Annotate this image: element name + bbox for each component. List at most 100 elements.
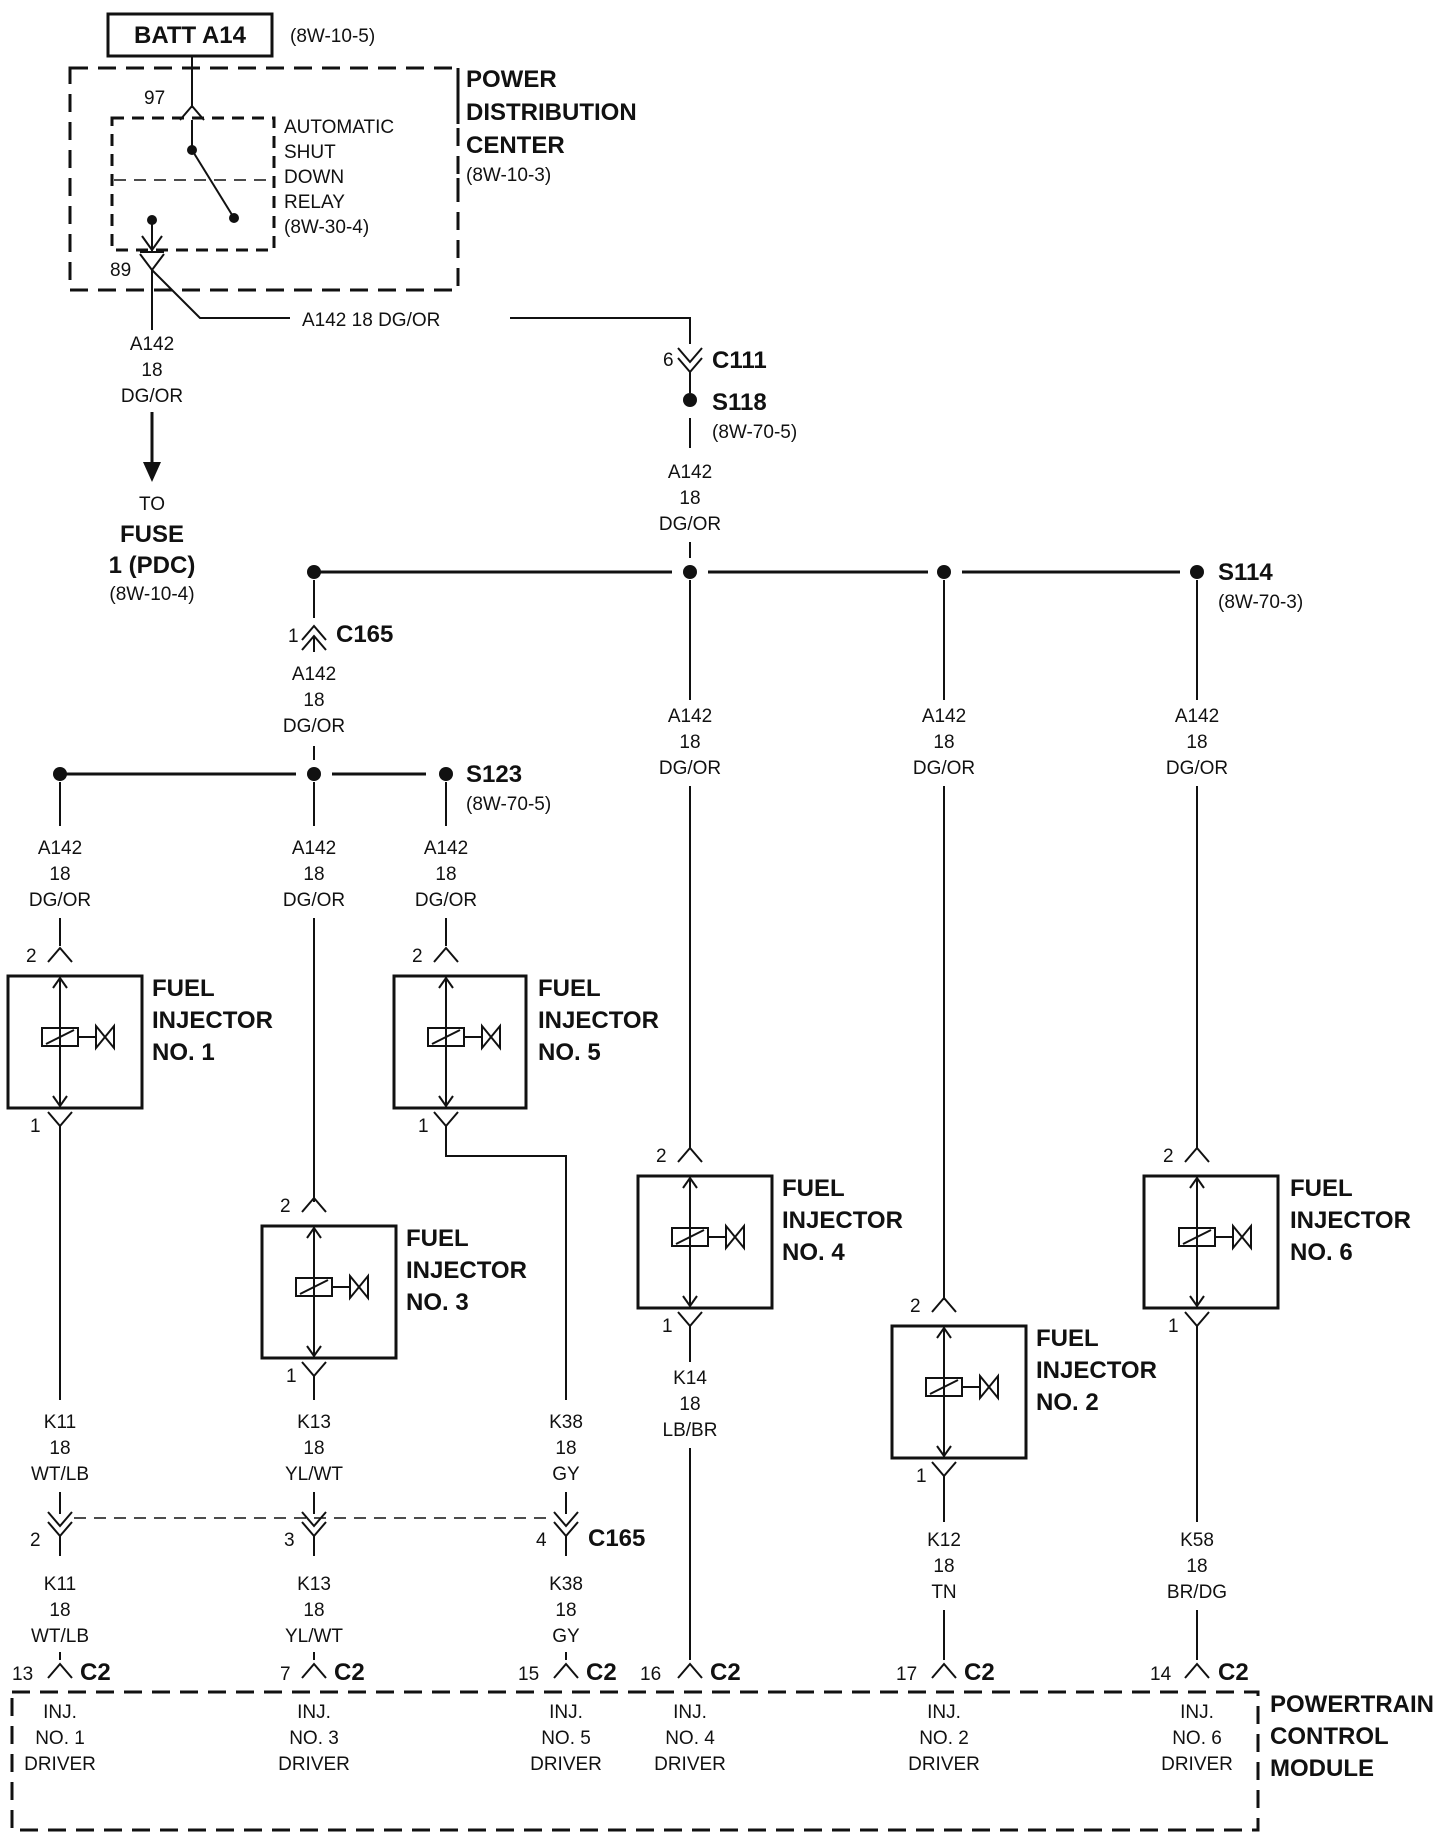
inj2-pin-top: 2: [910, 1296, 921, 1317]
inj4-out-terminal-icon: [677, 1311, 703, 1328]
relay-label-4: RELAY: [284, 192, 345, 213]
inj2-title-2: INJECTOR: [1036, 1357, 1157, 1384]
fuel-injector-4: 2 FUEL INJECTOR NO. 4 1 K14 18 LB/BR: [636, 1146, 903, 1660]
inj1-pin-top: 2: [26, 946, 37, 967]
inj2-in-wire-3: DG/OR: [913, 758, 975, 779]
inj2-title-3: NO. 2: [1036, 1389, 1099, 1416]
feed-left-label-2: 18: [141, 360, 162, 381]
bus-splice-s118-icon: [683, 565, 697, 579]
inj1-title-2: INJECTOR: [152, 1007, 273, 1034]
inj3-title-2: INJECTOR: [406, 1257, 527, 1284]
inj3-pin-bottom: 1: [286, 1366, 297, 1387]
pcm-inj3-driver-3: DRIVER: [278, 1754, 350, 1775]
pdc-title-2: DISTRIBUTION: [466, 99, 637, 126]
pcm-inj5-driver-1: INJ.: [549, 1702, 583, 1723]
inj5-pcm-wire-2: 18: [555, 1600, 576, 1621]
inj6-out-wire-1: K58: [1180, 1530, 1214, 1551]
inj1-valve-icon: [95, 1023, 115, 1051]
inj3-in-wire-1: A142: [292, 838, 336, 859]
c165-top-pin: 1: [288, 626, 299, 647]
pcm-inj3-driver-1: INJ.: [297, 1702, 331, 1723]
inj4-title-2: INJECTOR: [782, 1207, 903, 1234]
inj3-valve-icon: [349, 1273, 369, 1301]
pcm-inj2-driver-2: NO. 2: [919, 1728, 969, 1749]
pdc-ref: (8W-10-3): [466, 165, 551, 186]
relay-contact-icon: [191, 149, 235, 219]
c165-pin-4: 4: [536, 1530, 547, 1551]
c165-wire-2: 18: [303, 690, 324, 711]
arrow-down-icon: [143, 462, 161, 482]
battery-block: BATT A14 (8W-10-5): [106, 12, 375, 58]
relay-label-1: AUTOMATIC: [284, 117, 394, 138]
fuel-injector-2: 2 FUEL INJECTOR NO. 2 1 K12 18 TN: [890, 1296, 1157, 1660]
s114-label: S114: [1218, 559, 1273, 586]
inj6-valve-icon: [1232, 1223, 1252, 1251]
c2-label-inj4: C2: [710, 1659, 741, 1686]
s123-ref: (8W-70-5): [466, 794, 551, 815]
inj5-box: [392, 974, 528, 1110]
c2-label-inj1: C2: [80, 1659, 111, 1686]
inj6-in-wire-1: A142: [1175, 706, 1219, 727]
inj6-in-wire-2: 18: [1186, 732, 1207, 753]
inj6-title-2: INJECTOR: [1290, 1207, 1411, 1234]
inj5-pcm-wire-3: GY: [552, 1626, 580, 1647]
inj2-out-terminal-icon: [931, 1461, 957, 1478]
pcm-title-1: POWERTRAIN: [1270, 1691, 1434, 1718]
c165-pin2-icon: [47, 1511, 73, 1538]
pcm-inj1-driver-3: DRIVER: [24, 1754, 96, 1775]
inj1-out-wire-2: 18: [49, 1438, 70, 1459]
inj4-out-wire-2: 18: [679, 1394, 700, 1415]
pcm-inj2-driver-1: INJ.: [927, 1702, 961, 1723]
inj6-title-3: NO. 6: [1290, 1239, 1353, 1266]
relay-in-terminal-icon: [179, 104, 205, 121]
c165-pin-3: 3: [284, 1530, 295, 1551]
c111-label: C111: [712, 347, 767, 374]
inj6-box: [1142, 1174, 1280, 1310]
fuse-ref: (8W-10-4): [109, 584, 194, 605]
c2-label-inj3: C2: [334, 1659, 365, 1686]
inj1-box: [6, 974, 144, 1110]
inj6-pin-bottom: 1: [1168, 1316, 1179, 1337]
inj1-in-wire-2: 18: [49, 864, 70, 885]
inj4-pin-bottom: 1: [662, 1316, 673, 1337]
inj2-pin-bottom: 1: [916, 1466, 927, 1487]
inj4-in-wire-1: A142: [668, 706, 712, 727]
inj4-valve-icon: [725, 1223, 745, 1251]
inj5-pin-bottom: 1: [418, 1116, 429, 1137]
relay-pin-97: 97: [144, 88, 165, 109]
s118-wire-2: 18: [679, 488, 700, 509]
splice-s114-icon: [1190, 565, 1204, 579]
inj5-out-wire-3: GY: [552, 1464, 580, 1485]
c111-s118: 6 C111 S118 (8W-70-5) A142 18 DG/OR: [659, 347, 797, 558]
inj4-box: [636, 1174, 774, 1310]
inj4-in-wire-3: DG/OR: [659, 758, 721, 779]
c2-label-inj2: C2: [964, 1659, 995, 1686]
c165-pin4-icon: [553, 1511, 579, 1538]
inj4-in-terminal-icon: [677, 1146, 703, 1163]
relay-label-3: DOWN: [284, 167, 344, 188]
relay-label-2: SHUT: [284, 142, 336, 163]
s118-label: S118: [712, 389, 767, 416]
pcm-inj4-driver-3: DRIVER: [654, 1754, 726, 1775]
subbus-splice-left-icon: [53, 767, 67, 781]
c2-pin-16: 16: [640, 1664, 661, 1685]
c2-pin7-icon: [301, 1662, 327, 1679]
inj6-out-wire-3: BR/DG: [1167, 1582, 1227, 1603]
pcm-title-2: CONTROL: [1270, 1723, 1389, 1750]
right-branches: A142 18 DG/OR A142 18 DG/OR A142 18 DG/O…: [659, 580, 1228, 1300]
battery-box: [106, 12, 274, 58]
inj6-pin-top: 2: [1163, 1146, 1174, 1167]
c165-bottom-label: C165: [588, 1525, 645, 1552]
splice-s123-icon: [439, 767, 453, 781]
splice-s118-icon: [683, 393, 697, 407]
c2-label-inj5: C2: [586, 1659, 617, 1686]
c165-bottom-group: K11 18 WT/LB 2 K11 18 WT/LB K13 18 YL/WT…: [30, 1412, 645, 1660]
pcm-outline: [10, 1690, 1260, 1832]
pcm-inj4-driver-2: NO. 4: [665, 1728, 715, 1749]
inj3-pcm-wire-3: YL/WT: [285, 1626, 343, 1647]
c2-pin-15: 15: [518, 1664, 539, 1685]
c165-wire-3: DG/OR: [283, 716, 345, 737]
pcm-inj6-driver-1: INJ.: [1180, 1702, 1214, 1723]
c2-pin13-icon: [47, 1662, 73, 1679]
